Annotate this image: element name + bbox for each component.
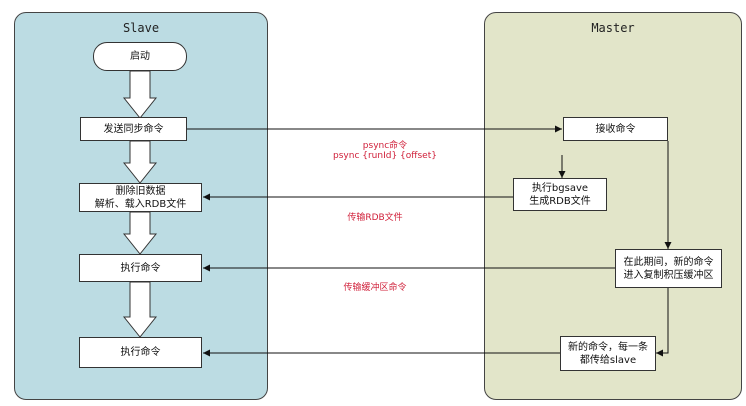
block-arrow-3 — [122, 211, 158, 255]
psync-label-line1: psync命令 — [362, 141, 408, 151]
transfer-buffer-label: 传输缓冲区命令 — [343, 283, 407, 293]
master-lane-title: Master — [591, 21, 635, 35]
new-command-box: 新的命令，每一条 都传给slave — [560, 336, 656, 371]
block-arrow-2 — [122, 140, 158, 184]
execute-command-box-1: 执行命令 — [79, 254, 202, 282]
block-arrow-1 — [122, 70, 158, 119]
start-node: 启动 — [93, 42, 187, 71]
psync-label-line2: psync {runId} {offset} — [333, 151, 437, 161]
receive-command-box: 接收命令 — [563, 117, 668, 141]
block-arrow-4 — [122, 281, 158, 338]
slave-lane-title: Slave — [122, 21, 160, 35]
send-sync-command-box: 发送同步命令 — [80, 117, 187, 141]
bgsave-box: 执行bgsave 生成RDB文件 — [513, 178, 607, 211]
backlog-buffer-box: 在此期间，新的命令 进入复制积压缓冲区 — [615, 249, 722, 288]
load-rdb-box: 删除旧数据 解析、载入RDB文件 — [79, 183, 202, 212]
transfer-rdb-label: 传输RDB文件 — [347, 213, 403, 223]
execute-command-box-2: 执行命令 — [79, 337, 202, 368]
arrow-buffer-to-newcmd — [656, 288, 669, 357]
